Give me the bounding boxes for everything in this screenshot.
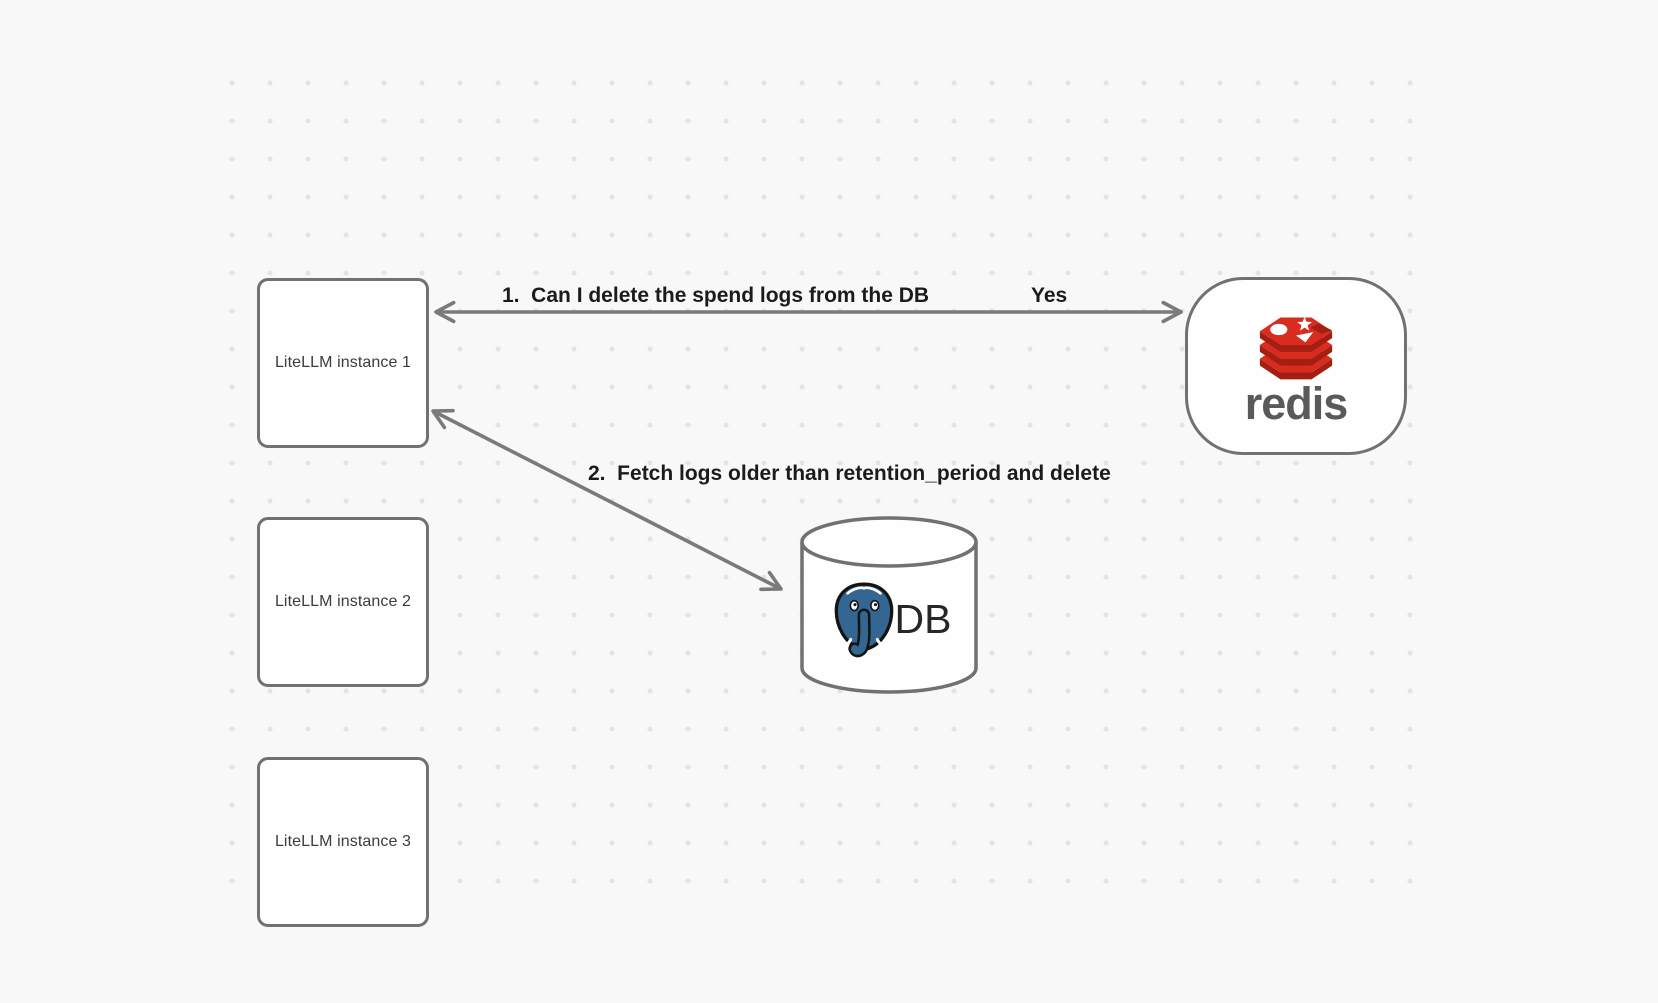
redis-wordmark: redis [1244, 377, 1349, 429]
node-litellm-instance-2[interactable]: LiteLLM instance 2 [257, 517, 429, 687]
arrow1-label: 1. Can I delete the spend logs from the … [502, 284, 930, 307]
db-label: DB [894, 595, 952, 642]
node-litellm-instance-1[interactable]: LiteLLM instance 1 [257, 278, 429, 448]
litellm-instance-1-label: LiteLLM instance 1 [274, 354, 412, 371]
node-redis[interactable]: redis [1185, 277, 1407, 455]
litellm-instance-2-label: LiteLLM instance 2 [274, 593, 412, 610]
redis-logo-icon [1259, 316, 1333, 379]
postgresql-elephant-icon [834, 582, 893, 658]
arrow1-answer-label: Yes [1031, 284, 1068, 307]
arrow2-label: 2. Fetch logs older than retention_perio… [588, 462, 1111, 485]
litellm-instance-3-label: LiteLLM instance 3 [274, 833, 412, 850]
node-database[interactable]: DB [798, 516, 980, 694]
node-litellm-instance-3[interactable]: LiteLLM instance 3 [257, 757, 429, 927]
